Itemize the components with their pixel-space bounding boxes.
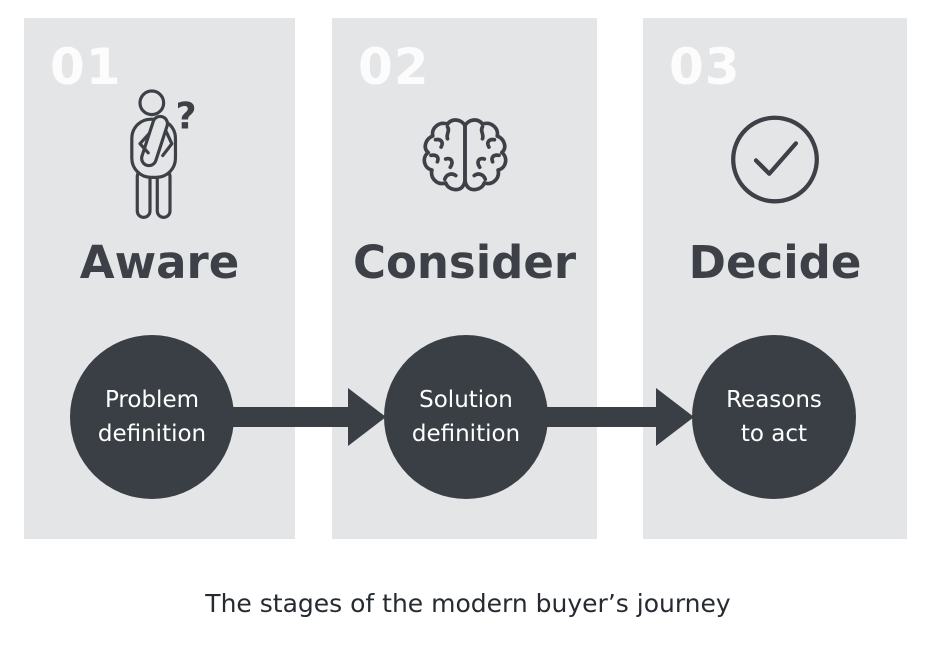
circle-label-line: Reasons bbox=[726, 387, 822, 413]
arrow-right-icon bbox=[348, 388, 386, 446]
circle-label-line: Solution bbox=[419, 387, 513, 413]
stage-circle-problem-definition: Problem definition bbox=[70, 335, 234, 499]
circle-label-line: definition bbox=[411, 421, 521, 447]
arrow-right-icon bbox=[656, 388, 694, 446]
check-circle-icon bbox=[728, 112, 823, 207]
stage-title: Aware bbox=[79, 236, 240, 289]
stage-title: Decide bbox=[688, 236, 862, 289]
stage-circle-reasons-to-act: Reasons to act bbox=[692, 335, 856, 499]
arrow-right-icon bbox=[220, 407, 352, 427]
stage-number: 03 bbox=[669, 38, 741, 96]
stage-circle-solution-definition: Solution definition bbox=[384, 335, 548, 499]
thinking-person-icon: ? bbox=[110, 88, 210, 234]
arrow-right-icon bbox=[540, 407, 660, 427]
stage-title: Consider bbox=[352, 236, 577, 289]
circle-label-line: to act bbox=[740, 421, 808, 447]
brain-icon bbox=[419, 112, 511, 206]
circle-label-line: definition bbox=[97, 421, 207, 447]
stage-number: 02 bbox=[358, 38, 430, 96]
svg-text:?: ? bbox=[175, 94, 196, 137]
figure-caption: The stages of the modern buyer’s journey bbox=[205, 589, 731, 618]
circle-label-line: Problem bbox=[104, 387, 200, 413]
stage-number: 01 bbox=[50, 38, 122, 96]
